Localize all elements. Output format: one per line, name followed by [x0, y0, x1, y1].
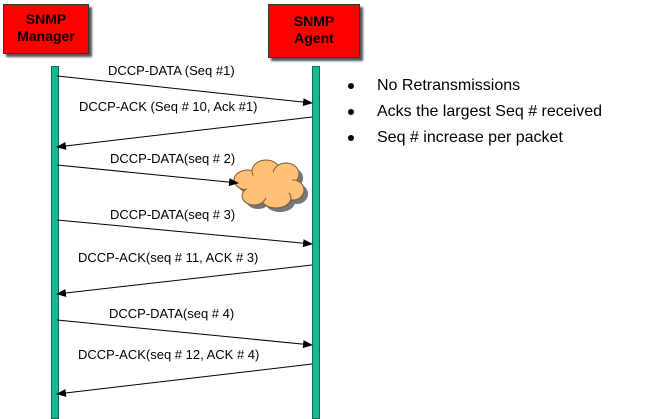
message-3-lost: DCCP-DATA(seq # 2) — [56, 151, 239, 187]
message-2: DCCP-ACK (Seq # 10, Ack #1) — [56, 99, 313, 150]
message-arrow — [56, 75, 313, 107]
bullet-icon — [348, 83, 354, 89]
message-label: DCCP-DATA(seq # 3) — [110, 207, 235, 222]
message-label: DCCP-ACK(seq # 11, ACK # 3) — [78, 250, 258, 265]
message-7: DCCP-ACK(seq # 12, ACK # 4) — [56, 347, 313, 397]
message-arrow — [56, 116, 313, 150]
note-item: Acks the largest Seq # received — [343, 102, 602, 128]
message-label: DCCP-DATA (Seq #1) — [108, 63, 235, 78]
message-label: DCCP-DATA(seq # 4) — [109, 306, 234, 321]
agent-title-line1: SNMP — [293, 13, 335, 29]
snmp-agent-box: SNMP Agent — [268, 4, 360, 58]
message-label: DCCP-ACK (Seq # 10, Ack #1) — [79, 99, 257, 114]
bullet-icon — [348, 135, 354, 141]
message-arrow — [56, 164, 239, 187]
note-text: Acks the largest Seq # received — [377, 103, 603, 120]
note-item: Seq # increase per packet — [343, 128, 602, 154]
message-arrow — [56, 319, 313, 349]
message-5: DCCP-ACK(seq # 11, ACK # 3) — [56, 250, 313, 297]
message-6: DCCP-DATA(seq # 4) — [56, 306, 313, 349]
manager-title-line1: SNMP — [25, 11, 67, 27]
message-arrow — [56, 219, 313, 248]
note-text: Seq # increase per packet — [377, 129, 563, 146]
agent-title-line2: Agent — [294, 30, 334, 46]
message-arrow — [56, 264, 313, 297]
bullet-icon — [348, 109, 354, 115]
message-arrow — [56, 363, 313, 397]
message-label: DCCP-DATA(seq # 2) — [110, 151, 235, 166]
snmp-manager-box: SNMP Manager — [3, 4, 89, 54]
message-label: DCCP-ACK(seq # 12, ACK # 4) — [78, 347, 259, 362]
manager-title-line2: Manager — [17, 28, 75, 44]
message-4: DCCP-DATA(seq # 3) — [56, 207, 313, 248]
note-text: No Retransmissions — [377, 77, 521, 94]
message-1: DCCP-DATA (Seq #1) — [56, 63, 313, 107]
note-item: No Retransmissions — [343, 76, 602, 102]
packet-loss-cloud-icon — [233, 159, 308, 212]
notes-list: No Retransmissions Acks the largest Seq … — [343, 76, 602, 154]
